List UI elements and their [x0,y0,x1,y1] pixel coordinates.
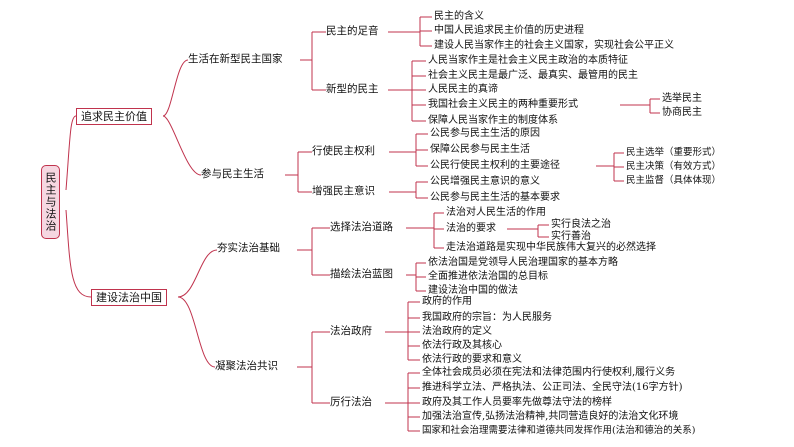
leaf: 实行善治 [551,231,591,242]
node-rule-of-law-blueprint: 描绘法治蓝图 [330,268,393,280]
leaf: 民主的含义 [434,11,484,22]
leaf: 实行良法之治 [551,219,611,230]
branch-democracy: 追求民主价值 [76,108,152,125]
leaf: 社会主义民主是最广泛、最真实、最管用的民主 [428,70,638,81]
connector [65,115,77,191]
leaf: 民主监督（具体体现） [626,175,722,186]
connector [177,249,218,298]
leaf: 协商民主 [662,107,702,118]
node-choose-rule-of-law-path: 选择法治道路 [330,221,393,233]
leaf: 国家和社会治理需要法律和道德共同发挥作用(法治和德治的关系) [422,425,696,436]
leaf: 依法治国是党领导人民治理国家的基本方略 [428,257,618,268]
leaf: 我国政府的宗旨：为人民服务 [422,312,552,323]
leaf: 公民增强民主意识的意义 [430,176,540,187]
connector [65,209,92,298]
leaf: 民主决策（有效方式） [626,161,722,172]
node-law-based-government: 法治政府 [330,325,372,337]
leaf: 全面推进依法治国的总目标 [428,271,548,282]
node-enhance-democratic-awareness: 增强民主意识 [312,185,375,197]
leaf: 民主选举（重要形式） [626,147,722,158]
node-footsteps-of-democracy: 民主的足音 [326,25,379,37]
node-consolidate-rule-of-law: 夯实法治基础 [217,242,280,254]
branch-rule-of-law: 建设法治中国 [91,289,167,306]
leaf: 加强法治宣传,弘扬法治精神,共同营造良好的法治文化环境 [422,411,679,422]
leaf: 推进科学立法、严格执法、公正司法、全民守法(16字方针) [422,382,683,393]
leaf: 人民民主的真谛 [428,84,498,95]
leaf: 保障公民参与民主生活 [430,144,530,155]
connector [162,115,202,176]
node-new-democracy-country: 生活在新型民主国家 [188,53,283,65]
leaf: 法治的要求 [446,223,496,234]
root-node: 民主与法治 [41,165,60,239]
connector [162,59,189,117]
leaf: 法治政府的定义 [422,326,492,337]
node-practice-rule-of-law: 厉行法治 [330,396,372,408]
node-participate-democratic-life: 参与民主生活 [201,168,264,180]
leaf: 走法治道路是实现中华民族伟大复兴的必然选择 [446,242,656,253]
leaf: 选举民主 [662,93,702,104]
leaf: 公民参与民主生活的基本要求 [430,192,560,203]
leaf: 人民当家作主是社会主义民主政治的本质特征 [428,55,628,66]
leaf: 依法行政的要求和意义 [422,354,522,365]
connector [177,296,216,368]
leaf: 公民参与民主生活的原因 [430,128,540,139]
leaf: 建设人民当家作主的社会主义国家，实现社会公平正义 [434,40,674,51]
node-new-type-democracy: 新型的民主 [326,83,379,95]
leaf: 建设法治中国的做法 [428,285,518,296]
leaf: 中国人民追求民主价值的历史进程 [434,25,584,36]
node-build-rule-of-law-consensus: 凝聚法治共识 [215,360,278,372]
leaf: 政府的作用 [422,296,472,307]
leaf: 依法行政及其核心 [422,340,502,351]
leaf: 法治对人民生活的作用 [446,207,546,218]
leaf: 我国社会主义民主的两种重要形式 [428,99,578,110]
leaf: 保障人民当家作主的制度体系 [428,115,558,126]
leaf: 政府及其工作人员要率先做尊法守法的榜样 [422,397,612,408]
leaf: 全体社会成员必须在宪法和法律范围内行使权利,履行义务 [422,367,676,378]
leaf: 公民行使民主权利的主要途径 [430,160,560,171]
node-exercise-democratic-rights: 行使民主权利 [312,145,375,157]
